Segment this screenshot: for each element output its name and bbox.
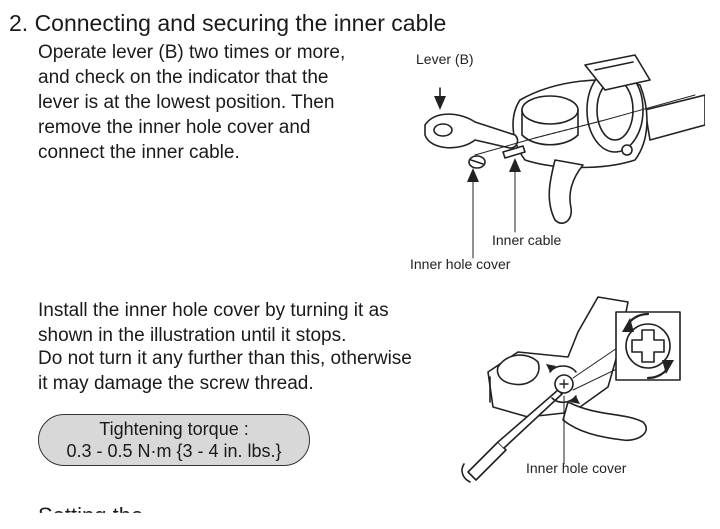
torque-spec-box: Tightening torque : 0.3 - 0.5 N·m {3 - 4… [38, 414, 310, 466]
cover-arrow-icon [467, 168, 479, 182]
lever-b-label: Lever (B) [416, 51, 474, 67]
lever-cable-drawing: Lever (B) Inner cable Inner hole cover [410, 51, 705, 272]
screwdriver-illustration: Inner hole cover [458, 292, 698, 492]
step-1-line: lever is at the lowest position. Then [38, 92, 335, 113]
inner-hole-cover-label: Inner hole cover [410, 256, 511, 272]
warning-line: it may damage the screw thread. [38, 373, 314, 394]
step-1-line: connect the inner cable. [38, 142, 240, 163]
step-1-line: and check on the indicator that the [38, 67, 329, 88]
torque-title: Tightening torque : [99, 419, 249, 439]
step-1-line: Operate lever (B) two times or more, [38, 42, 346, 63]
torque-value: 0.3 - 0.5 N·m {3 - 4 in. lbs.} [66, 441, 282, 461]
step-1-text: Operate lever (B) two times or more, and… [38, 40, 345, 165]
section-heading: 2. Connecting and securing the inner cab… [9, 10, 447, 36]
next-section-heading: Setting the ... [38, 503, 168, 528]
rotate-arrow-icon [662, 360, 674, 374]
lever-cable-illustration: Lever (B) Inner cable Inner hole cover [405, 40, 705, 280]
screwdriver-drawing: Inner hole cover [461, 296, 681, 483]
lever-arrow-icon [434, 96, 446, 110]
warning-line: Do not turn it any further than this, ot… [38, 348, 412, 369]
step-2-text: Install the inner hole cover by turning … [38, 298, 389, 348]
inner-hole-cover-label: Inner hole cover [526, 460, 627, 476]
step-1-line: remove the inner hole cover and [38, 117, 311, 138]
warning-text: Do not turn it any further than this, ot… [38, 346, 412, 396]
inner-cable-label: Inner cable [492, 232, 561, 248]
turn-arrow-icon [570, 396, 580, 404]
turn-arrow-icon [546, 364, 556, 372]
rotate-arrow-icon [622, 318, 634, 332]
cable-arrow-icon [509, 158, 521, 172]
step-2-line: shown in the illustration until it stops… [38, 325, 347, 346]
step-2-line: Install the inner hole cover by turning … [38, 300, 389, 321]
